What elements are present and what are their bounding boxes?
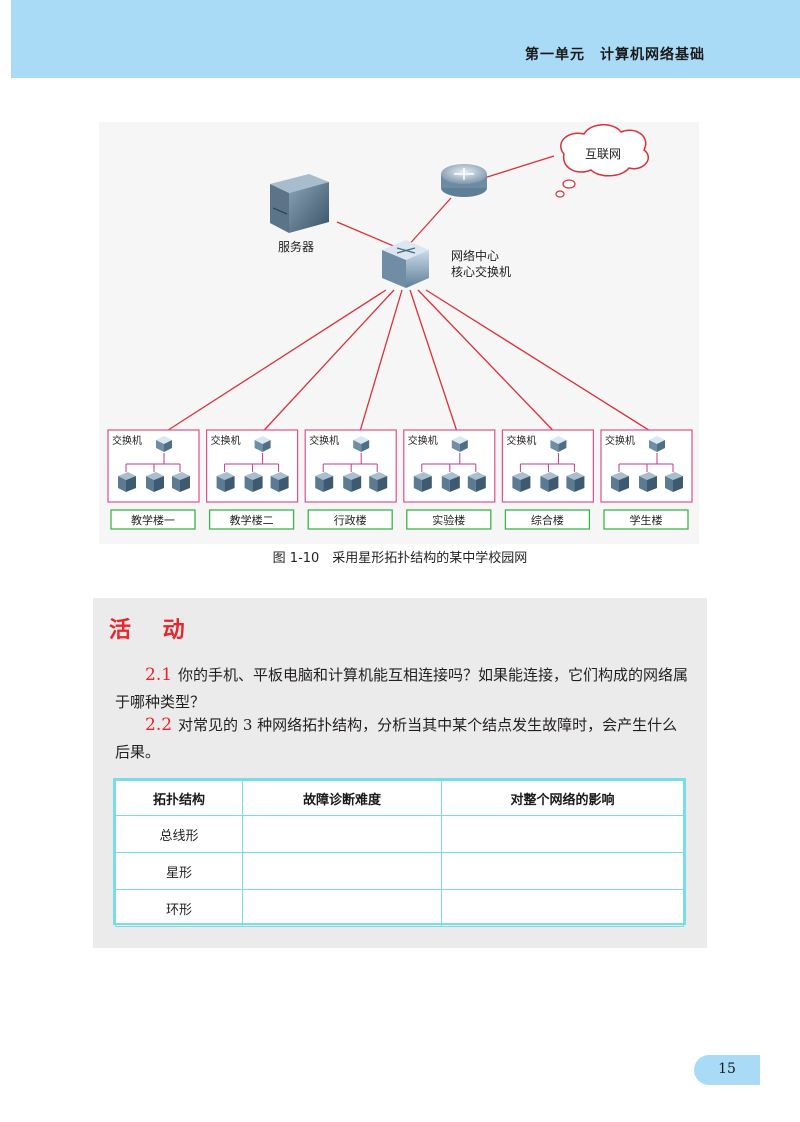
table-cell (441, 889, 684, 927)
table-cell: 总线形 (115, 815, 243, 853)
topology-comparison-table: 拓扑结构 故障诊断难度 对整个网络的影响 总线形 星形 环形 (113, 778, 686, 927)
building-label-box (603, 509, 689, 530)
table-cell (242, 852, 442, 890)
computer-icon (118, 472, 136, 492)
building-link (425, 289, 656, 435)
router-icon (441, 164, 487, 197)
building-link (417, 289, 557, 435)
topology-diagram: 服务器 互联网 网络中心 核心交换机 交换机教学楼一交换机教学楼二交换机行政楼交… (107, 124, 693, 530)
computer-icon (146, 472, 164, 492)
building-label-box (110, 509, 196, 530)
switch-label: 交换机 (408, 434, 438, 447)
building-link (260, 289, 395, 435)
switch-icon (353, 436, 370, 452)
question-text: 你的手机、平板电脑和计算机能互相连接吗？如果能连接，它们构成的网络属于哪种类型？ (115, 666, 689, 711)
question-number: 2.2 (145, 715, 173, 735)
page-number-tab: 15 (694, 1055, 760, 1085)
building-label-box (406, 509, 492, 530)
computer-icon (343, 472, 362, 492)
table-cell: 星形 (115, 852, 243, 890)
table-header: 故障诊断难度 (242, 780, 442, 816)
switch-label: 交换机 (506, 434, 536, 447)
computer-icon (611, 472, 629, 492)
switch-icon (451, 436, 468, 452)
server-link (336, 221, 404, 251)
table-header-row: 拓扑结构 故障诊断难度 对整个网络的影响 (115, 780, 684, 816)
computer-icon (270, 472, 289, 492)
core-links (161, 289, 656, 435)
computer-icon (512, 472, 531, 492)
building-label-box (208, 509, 295, 530)
computer-icon (216, 472, 235, 492)
server-label: 服务器 (278, 239, 314, 254)
question-text: 对常见的 3 种网络拓扑结构，分析当其中某个结点发生故障时，会产生什么后果。 (115, 716, 678, 761)
question-number: 2.1 (145, 665, 173, 685)
building-label: 教学楼一 (131, 513, 175, 527)
building-link (358, 289, 403, 435)
computer-icon (441, 472, 460, 492)
unit-title: 第一单元 计算机网络基础 (525, 47, 705, 63)
core-switch-icon (382, 240, 429, 288)
building-label: 实验楼 (432, 513, 465, 527)
computer-icon (566, 472, 585, 492)
building-label: 学生楼 (630, 513, 663, 527)
computer-icon (639, 472, 657, 492)
switch-icon (550, 436, 567, 452)
core-switch-label-line1: 网络中心 (451, 248, 499, 263)
internet-cloud-icon (555, 124, 650, 198)
building-link (409, 289, 459, 435)
computer-icon (315, 472, 334, 492)
table-cell (242, 889, 442, 927)
table-cell (242, 815, 442, 853)
router-link (405, 197, 452, 249)
switch-label: 交换机 (112, 434, 142, 447)
switch-icon (156, 436, 172, 452)
building-label: 教学楼二 (230, 513, 274, 527)
computer-icon (467, 472, 486, 492)
switch-label: 交换机 (605, 434, 635, 447)
building-label-box (504, 509, 591, 530)
table-cell: 环形 (115, 889, 243, 927)
switch-label: 交换机 (309, 434, 339, 447)
computer-icon (540, 472, 559, 492)
internet-label: 互联网 (585, 147, 621, 161)
table-cell (441, 815, 684, 853)
switch-label: 交换机 (211, 434, 241, 447)
figure-caption: 图 1-10 采用星形拓扑结构的某中学校园网 (272, 551, 528, 566)
table-row: 星形 (115, 852, 684, 890)
table-cell (441, 852, 684, 890)
computer-icon (172, 472, 190, 492)
switch-icon (649, 436, 665, 452)
table-row: 总线形 (115, 815, 684, 853)
building-label: 行政楼 (334, 513, 367, 527)
table-header: 对整个网络的影响 (441, 780, 684, 816)
table-row: 环形 (115, 889, 684, 927)
core-switch-label-line2: 核心交换机 (451, 264, 511, 279)
header-band: 第一单元 计算机网络基础 (11, 0, 800, 78)
table-header: 拓扑结构 (115, 780, 243, 816)
computer-icon (244, 472, 263, 492)
building-link (161, 289, 387, 435)
building-label: 综合楼 (531, 513, 564, 527)
internet-link (483, 155, 555, 179)
computer-icon (413, 472, 432, 492)
building-label-box (307, 509, 393, 530)
page-number: 15 (718, 1061, 736, 1077)
server-icon (270, 174, 329, 233)
network-topology-figure: 服务器 互联网 网络中心 核心交换机 交换机教学楼一交换机教学楼二交换机行政楼交… (99, 122, 699, 544)
activity-title: 活 动 (109, 618, 197, 643)
computer-icon (665, 472, 683, 492)
computer-icon (369, 472, 388, 492)
switch-icon (254, 436, 271, 452)
